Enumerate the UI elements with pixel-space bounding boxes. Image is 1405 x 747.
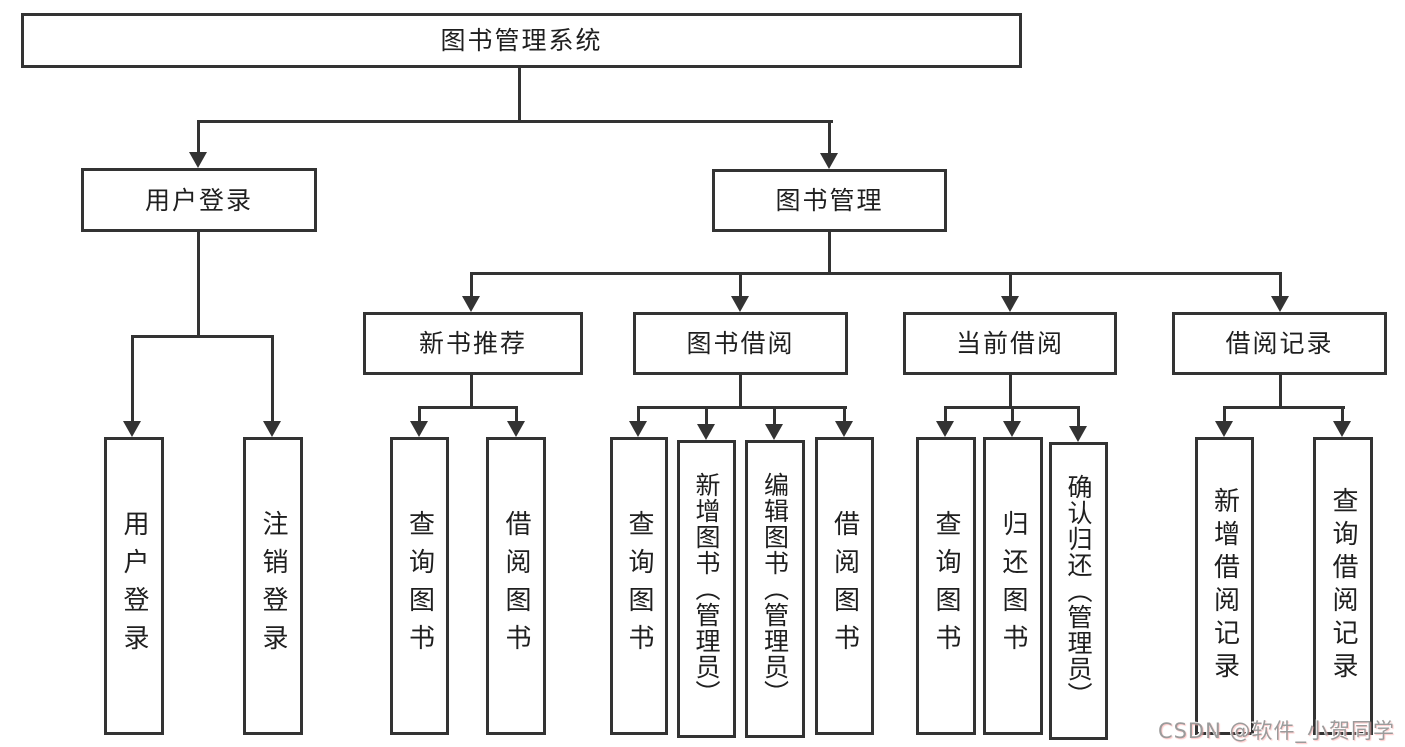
connector-leaf-cb-query-stem bbox=[944, 406, 947, 422]
connector-leaf-rec-add-stem bbox=[1223, 406, 1226, 422]
connector-user-login-rail bbox=[131, 335, 274, 338]
arrow-into-leaf-nb-query bbox=[410, 421, 428, 437]
leaf-nb-query-book: 查询图书 bbox=[390, 437, 449, 735]
connector-borrow-records-stem bbox=[1279, 272, 1282, 297]
arrow-into-user-login bbox=[189, 152, 207, 168]
connector-new-book-down bbox=[470, 375, 473, 409]
arrow-into-leaf-bb-borrow bbox=[835, 421, 853, 437]
connector-new-book-rail bbox=[418, 406, 518, 409]
connector-current-borrow-stem bbox=[1009, 272, 1012, 297]
arrow-into-leaf-cb-confirm bbox=[1069, 426, 1087, 442]
leaf-cb-query-book: 查询图书 bbox=[916, 437, 976, 735]
arrow-into-leaf-logout bbox=[263, 421, 281, 437]
connector-leaf-nb-borrow-stem bbox=[515, 406, 518, 422]
leaf-cb-confirm-return-admin: 确认归还（管理员） bbox=[1049, 442, 1108, 740]
connector-leaf-cb-confirm-stem bbox=[1077, 406, 1080, 427]
arrow-into-leaf-bb-query bbox=[629, 421, 647, 437]
leaf-logout: 注销登录 bbox=[243, 437, 303, 735]
connector-leaf-bb-query-stem bbox=[637, 406, 640, 422]
connector-leaf-bb-add-stem bbox=[705, 406, 708, 425]
leaf-bb-query-book: 查询图书 bbox=[610, 437, 668, 735]
arrow-into-leaf-cb-return bbox=[1003, 421, 1021, 437]
connector-leaf-logout-stem bbox=[271, 335, 274, 422]
connector-user-login-down bbox=[197, 232, 200, 338]
node-borrow-records: 借阅记录 bbox=[1172, 312, 1387, 375]
connector-book-borrow-stem bbox=[739, 272, 742, 297]
connector-current-borrow-down bbox=[1009, 375, 1012, 409]
leaf-bb-edit-book-admin: 编辑图书（管理员） bbox=[745, 440, 805, 738]
leaf-bb-borrow-book: 借阅图书 bbox=[815, 437, 874, 735]
connector-leaf-rec-query-stem bbox=[1341, 406, 1344, 422]
arrow-into-leaf-rec-add bbox=[1215, 421, 1233, 437]
connector-level1-rail bbox=[197, 120, 833, 123]
connector-leaf-bb-borrow-stem bbox=[843, 406, 846, 422]
arrow-into-borrow-records bbox=[1271, 296, 1289, 312]
connector-borrow-records-rail bbox=[1223, 406, 1345, 409]
node-user-login: 用户登录 bbox=[81, 168, 317, 232]
node-new-book-recommend: 新书推荐 bbox=[363, 312, 583, 375]
node-root: 图书管理系统 bbox=[21, 13, 1022, 68]
connector-leaf-login-stem bbox=[131, 335, 134, 422]
leaf-cb-return-book: 归还图书 bbox=[983, 437, 1043, 735]
connector-leaf-cb-return-stem bbox=[1011, 406, 1014, 422]
connector-book-management-stem bbox=[828, 120, 831, 154]
connector-book-borrow-down bbox=[739, 375, 742, 409]
connector-book-management-down bbox=[828, 232, 831, 274]
connector-level2-rail bbox=[470, 272, 1282, 275]
leaf-nb-borrow-book: 借阅图书 bbox=[486, 437, 546, 735]
leaf-rec-query-record: 查询借阅记录 bbox=[1313, 437, 1373, 735]
arrow-into-book-borrow bbox=[731, 296, 749, 312]
arrow-into-leaf-bb-edit bbox=[765, 424, 783, 440]
csdn-watermark: CSDN @软件_小贺同学 bbox=[1157, 719, 1395, 743]
arrow-into-current-borrow bbox=[1001, 296, 1019, 312]
node-book-borrow: 图书借阅 bbox=[633, 312, 848, 375]
leaf-bb-add-book-admin: 新增图书（管理员） bbox=[677, 440, 736, 738]
arrow-into-leaf-login bbox=[123, 421, 141, 437]
connector-leaf-bb-edit-stem bbox=[773, 406, 776, 425]
arrow-into-new-book bbox=[462, 296, 480, 312]
arrow-into-leaf-bb-add bbox=[697, 424, 715, 440]
arrow-into-leaf-rec-query bbox=[1333, 421, 1351, 437]
arrow-into-book-management bbox=[820, 153, 838, 169]
arrow-into-leaf-nb-borrow bbox=[507, 421, 525, 437]
node-current-borrow: 当前借阅 bbox=[903, 312, 1117, 375]
connector-root-stem bbox=[518, 68, 521, 121]
connector-user-login-stem bbox=[197, 120, 200, 153]
connector-book-borrow-rail bbox=[637, 406, 847, 409]
connector-borrow-records-down bbox=[1279, 375, 1282, 409]
arrow-into-leaf-cb-query bbox=[936, 421, 954, 437]
connector-new-book-stem bbox=[470, 272, 473, 297]
connector-leaf-nb-query-stem bbox=[418, 406, 421, 422]
node-book-management: 图书管理 bbox=[712, 169, 947, 232]
leaf-rec-add-record: 新增借阅记录 bbox=[1195, 437, 1254, 735]
leaf-user-login: 用户登录 bbox=[104, 437, 164, 735]
